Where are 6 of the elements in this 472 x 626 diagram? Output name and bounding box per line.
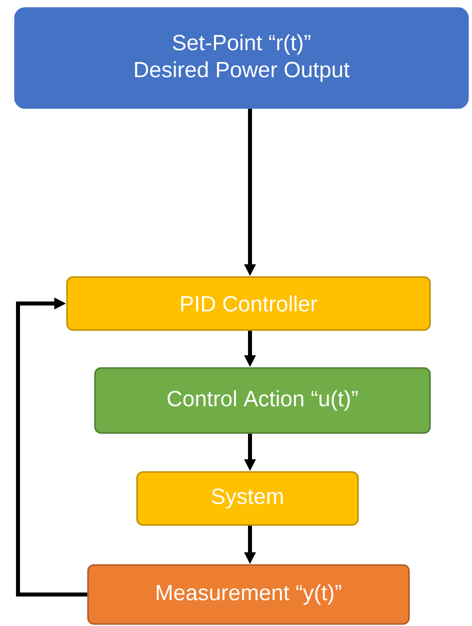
process-box: Measurement “y(t)”	[87, 564, 410, 625]
process-box: PID Controller	[66, 276, 431, 331]
process-box: Set-Point “r(t)” Desired Power Output	[14, 7, 469, 109]
arrow	[16, 298, 88, 596]
process-box: Control Action “u(t)”	[94, 367, 431, 434]
process-box: System	[136, 471, 359, 526]
